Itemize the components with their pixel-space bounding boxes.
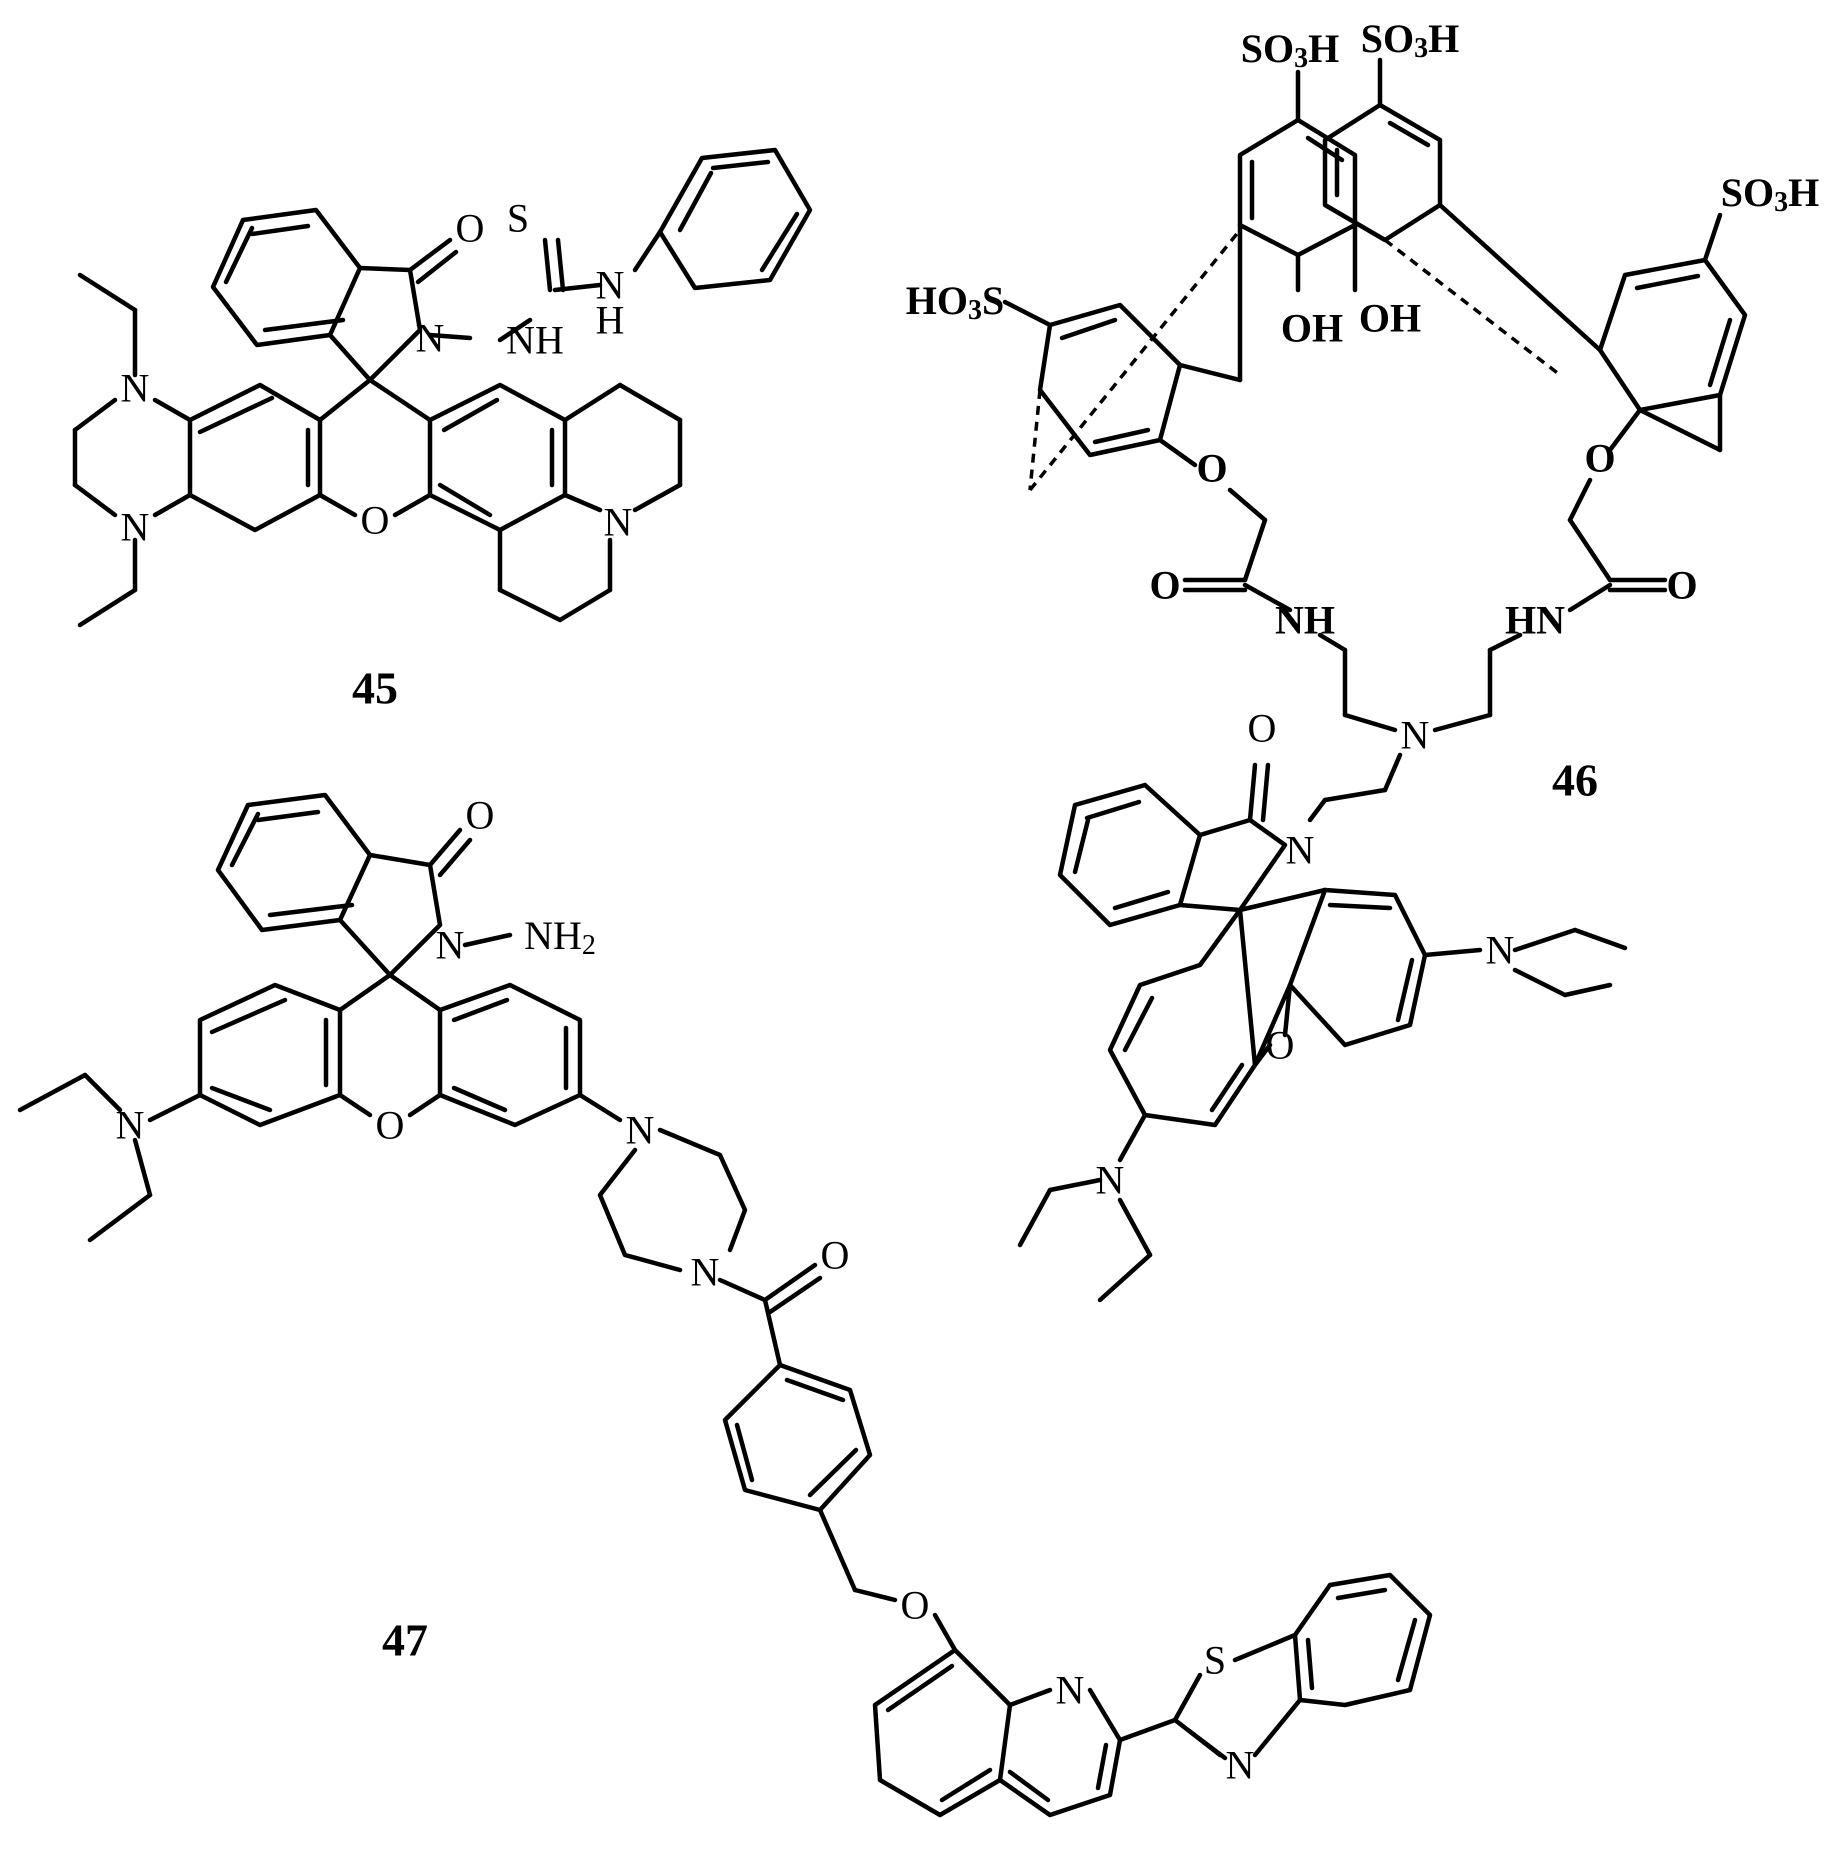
c47-benzene-ring — [215, 792, 373, 933]
c45-atom-nh-h: H — [596, 298, 625, 343]
c46-calixarene-aryl-2 — [1322, 57, 1443, 243]
c45-lactam-ring — [327, 229, 663, 383]
c47-atom-n-piperazine-1: N — [626, 1108, 655, 1153]
c46-atom-nh-a: NH — [1275, 598, 1335, 643]
c45-atom-n-diazine-2: N — [121, 505, 150, 550]
c47-atom-n-quinoline: N — [1056, 1668, 1085, 1713]
c46-diethylamino-groups — [1017, 927, 1628, 1303]
compound-46: SO3H SO3H SO3H HO3S OH OH O O O O NH HN … — [906, 16, 1819, 1303]
c46-atom-o-ring: O — [1266, 1023, 1295, 1068]
c47-quinoline-rings — [872, 1647, 1178, 1818]
c46-calixarene-aryl-4 — [1597, 212, 1748, 413]
c45-atom-n-diazine-1: N — [121, 366, 150, 411]
compound-label-45: 45 — [352, 663, 398, 714]
c46-methylene-bridges — [1028, 202, 1723, 492]
c46-atom-o-amide-2: O — [1666, 563, 1697, 608]
c47-diethylamino-group — [17, 1072, 203, 1243]
c47-atom-o-ring: O — [376, 1103, 405, 1148]
c45-julolidine-rings — [497, 382, 683, 623]
c46-atom-o-amide-1: O — [1149, 563, 1180, 608]
c45-benzene-ring — [210, 207, 363, 348]
c47-atom-nh2: NH2 — [524, 913, 596, 961]
c46-atom-oh-1: OH — [1281, 306, 1343, 351]
c45-atom-o-ring: O — [361, 498, 390, 543]
c46-lactam-ring — [1177, 762, 1288, 913]
c46-xanthene-core — [1107, 887, 1483, 1163]
compound-label-46: 46 — [1552, 755, 1598, 806]
c45-atom-o-carbonyl: O — [456, 206, 485, 251]
c45-atom-n-amide: N — [416, 316, 445, 361]
c47-atom-o-carbonyl: O — [466, 793, 495, 838]
c47-benzoyl-linker — [722, 1262, 958, 1653]
c45-atom-n-julolidine: N — [604, 500, 633, 545]
c45-atom-nh: NH — [506, 318, 564, 363]
c47-atom-o-amide: O — [821, 1233, 850, 1278]
c45-atom-s: S — [507, 196, 529, 241]
c46-tren-linker — [1307, 632, 1523, 823]
c47-xanthene-core — [197, 972, 583, 1128]
c47-benzothiazole-rings — [1172, 1572, 1433, 1761]
compound-47: O N NH2 N O N N O O N S N 47 — [17, 792, 1433, 1818]
compound-label-47: 47 — [382, 1615, 428, 1666]
c47-atom-s-benzothiazole: S — [1204, 1638, 1226, 1683]
c46-calixarene-aryl-3 — [1002, 299, 1183, 458]
c46-atom-n-lactam: N — [1286, 828, 1315, 873]
c46-atom-o-ether-1: O — [1196, 446, 1227, 491]
c47-atom-n-piperazine-2: N — [691, 1250, 720, 1295]
c46-atom-ho3s: HO3S — [906, 278, 1004, 326]
c46-atom-so3h-1: SO3H — [1241, 26, 1339, 74]
c47-atom-o-ether: O — [901, 1583, 930, 1628]
c46-atom-n-tren: N — [1401, 713, 1430, 758]
c46-atom-hn-b: HN — [1505, 598, 1565, 643]
c46-ether-arms — [1157, 407, 1668, 613]
c47-atom-n-diethylamino: N — [116, 1103, 145, 1148]
c47-atom-n-benzothiazole: N — [1226, 1743, 1255, 1788]
c46-atom-o-ether-2: O — [1584, 436, 1615, 481]
c46-atom-n-diethylamino-1: N — [1486, 928, 1515, 973]
c46-atom-oh-2: OH — [1359, 296, 1421, 341]
c47-lactam-ring — [337, 827, 513, 978]
c45-phenyl-ring — [657, 147, 813, 291]
c46-atom-n-diethylamino-2: N — [1096, 1158, 1125, 1203]
compound-45: O S N NH N H N N O N 45 — [72, 147, 813, 714]
c47-piperazine-ring — [577, 1092, 768, 1303]
c45-diazine-ring — [72, 272, 193, 628]
c46-atom-so3h-2: SO3H — [1361, 16, 1459, 64]
c47-atom-n-lactam: N — [436, 923, 465, 968]
c46-atom-o-carbonyl: O — [1248, 706, 1277, 751]
c46-atom-so3h-3: SO3H — [1721, 170, 1819, 218]
c45-atom-nh-n: N — [596, 263, 625, 308]
